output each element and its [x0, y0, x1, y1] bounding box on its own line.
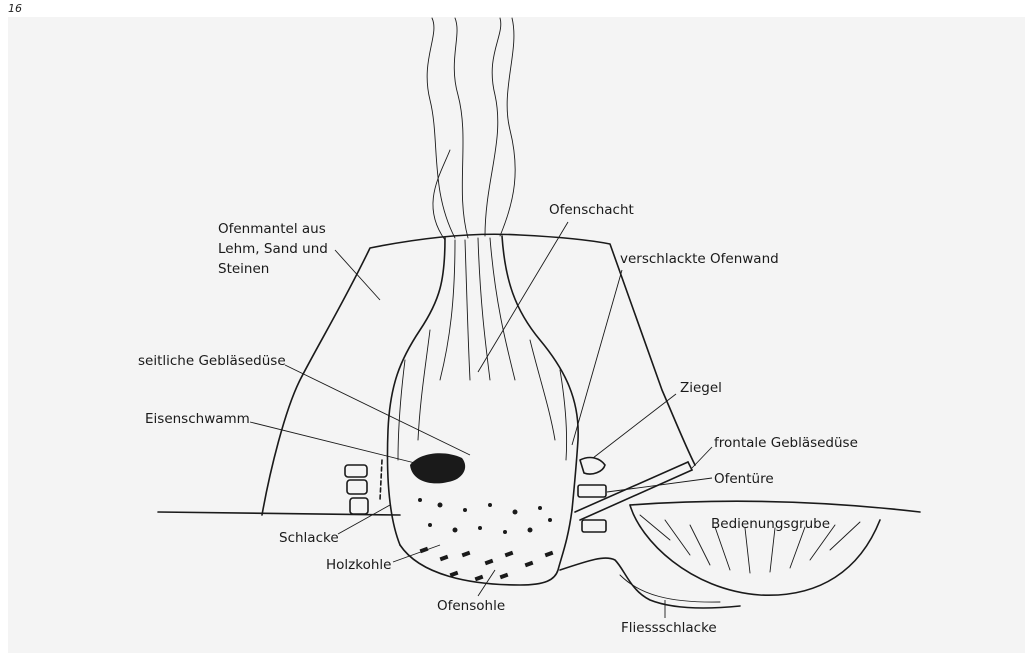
- slag-texture: [418, 498, 552, 534]
- label-schlacke: Schlacke: [279, 530, 339, 546]
- label-frontale-geblaesedüse: frontale Gebläsedüse: [714, 435, 858, 451]
- charcoal-texture: [420, 547, 554, 581]
- label-ofenmantel-line-2: Lehm, Sand und: [218, 241, 328, 257]
- label-eisenschwamm: Eisenschwamm: [145, 411, 250, 427]
- label-seitliche-geblaesedüse: seitliche Gebläsedüse: [138, 353, 286, 369]
- label-ofensohle: Ofensohle: [437, 598, 505, 614]
- furnace-shaft: [388, 236, 579, 545]
- label-ofentuere: Ofentüre: [714, 471, 774, 487]
- furnace-mantle: [262, 234, 695, 515]
- label-ziegel: Ziegel: [680, 380, 722, 396]
- label-bedienungsgrube: Bedienungsgrube: [711, 516, 830, 532]
- label-ofenschacht: Ofenschacht: [549, 202, 634, 218]
- label-fliessschlacke: Fliessschlacke: [621, 620, 717, 636]
- label-ofenmantel-line-3: Steinen: [218, 261, 269, 277]
- iron-sponge: [410, 453, 465, 483]
- frontal-tuyere: [575, 462, 692, 520]
- flowing-slag: [560, 558, 740, 608]
- brick: [580, 458, 605, 474]
- mantle-stones: [345, 465, 368, 514]
- label-verschlackte-ofenwand: verschlackte Ofenwand: [620, 251, 779, 267]
- leader-lines: [250, 222, 712, 618]
- smoke-plume: [427, 18, 515, 240]
- label-holzkohle: Holzkohle: [326, 557, 391, 573]
- label-ofenmantel-line-1: Ofenmantel aus: [218, 221, 326, 237]
